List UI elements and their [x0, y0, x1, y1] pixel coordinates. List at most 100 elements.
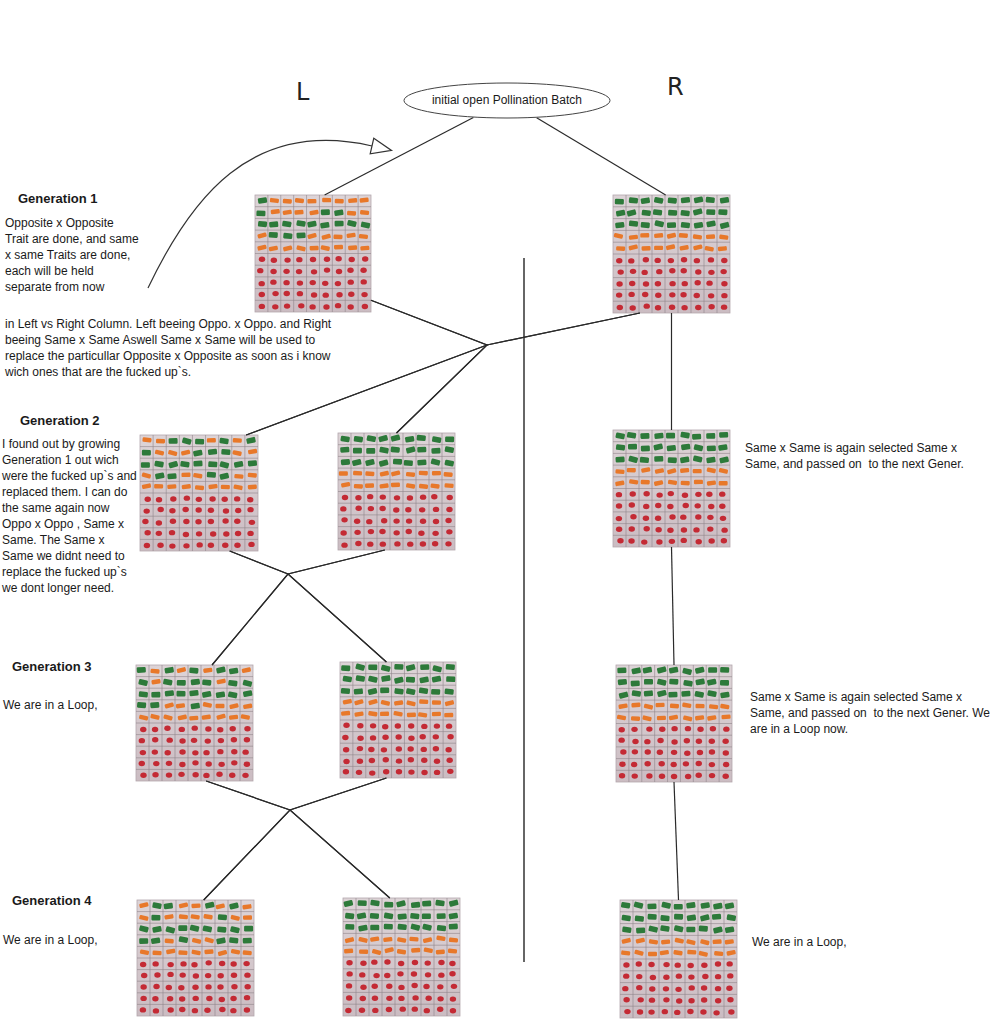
grid-line	[620, 947, 737, 948]
seed-dot	[178, 950, 187, 955]
seed-dot	[640, 233, 649, 238]
seed-dot	[196, 497, 202, 502]
seed-dot	[694, 222, 704, 229]
seed-dot	[192, 985, 198, 990]
seed-dot	[681, 257, 687, 262]
seed-dot	[181, 449, 191, 455]
seed-dot	[151, 692, 160, 698]
seed-dot	[407, 495, 413, 500]
seed-dot	[708, 257, 714, 262]
seed-dot	[257, 244, 267, 250]
seed-dot	[409, 937, 418, 942]
seed-dot	[438, 972, 444, 977]
seed-dot	[259, 292, 265, 297]
seed-dot	[207, 472, 216, 478]
seed-dot	[655, 281, 661, 286]
seed-dot	[244, 984, 250, 989]
seed-dot	[431, 689, 440, 695]
seed-dot	[443, 472, 452, 477]
seed-dot	[248, 484, 257, 489]
seed-dot	[723, 726, 729, 731]
seed-dot	[636, 927, 645, 933]
seed-dot	[142, 437, 151, 442]
seed-dot	[660, 950, 670, 956]
seed-dot	[419, 507, 425, 512]
seed-grid-photo	[136, 665, 253, 781]
seed-dot	[156, 439, 165, 444]
grid-line	[255, 218, 371, 219]
seed-grid-photo	[620, 900, 737, 1018]
seed-dot	[202, 925, 212, 932]
seed-dot	[667, 528, 673, 533]
seed-dot	[720, 222, 730, 230]
seed-dot	[307, 233, 317, 240]
seed-dot	[231, 984, 237, 989]
seed-dot	[669, 539, 675, 544]
seed-dot	[234, 542, 240, 547]
seed-dot	[167, 996, 173, 1001]
seed-dot	[370, 925, 379, 931]
seed-grid-photo	[613, 195, 730, 313]
seed-dot	[643, 257, 649, 262]
seed-dot	[381, 675, 391, 682]
seed-dot	[311, 292, 317, 297]
seed-dot	[445, 436, 454, 442]
seed-dot	[205, 761, 211, 766]
seed-dot	[615, 199, 624, 205]
seed-dot	[341, 482, 351, 488]
seed-dot	[361, 221, 371, 228]
seed-dot	[423, 937, 433, 943]
seed-dot	[667, 222, 676, 228]
seed-dot	[438, 960, 444, 965]
seed-dot	[667, 468, 677, 475]
seed-dot	[142, 483, 152, 489]
seed-dot	[354, 699, 364, 706]
seed-dot	[657, 716, 666, 721]
seed-dot	[643, 504, 649, 509]
column-separator	[523, 258, 525, 962]
grid-line	[255, 276, 371, 277]
seed-dot	[156, 531, 162, 536]
grid-line	[620, 982, 737, 983]
seed-dot	[170, 519, 176, 524]
seed-dot	[654, 433, 663, 439]
seed-dot	[296, 220, 306, 227]
seed-dot	[234, 474, 243, 479]
seed-dot	[400, 1006, 406, 1011]
seed-dot	[449, 971, 455, 976]
seed-dot	[695, 492, 701, 497]
seed-dot	[683, 715, 693, 721]
grid-line	[613, 465, 730, 466]
seed-dot	[616, 444, 626, 451]
seed-dot	[321, 209, 330, 215]
seed-dot	[243, 690, 253, 697]
seed-dot	[137, 667, 146, 673]
seed-dot	[152, 902, 162, 909]
seed-dot	[655, 516, 661, 521]
seed-dot	[151, 937, 161, 944]
seed-dot	[354, 711, 364, 717]
seed-dot	[406, 529, 412, 534]
seed-dot	[407, 746, 413, 751]
seed-dot	[345, 1008, 351, 1013]
seed-dot	[168, 450, 178, 457]
seed-dot	[659, 727, 665, 732]
seed-dot	[725, 926, 735, 933]
seed-dot	[232, 450, 242, 456]
seed-dot	[723, 750, 729, 755]
seed-dot	[680, 514, 686, 519]
seed-dot	[359, 197, 368, 202]
seed-dot	[369, 758, 375, 763]
seed-dot	[203, 773, 209, 778]
seed-dot	[353, 448, 362, 454]
seed-dot	[641, 246, 650, 251]
seed-dot	[693, 527, 699, 532]
seed-dot	[654, 246, 663, 250]
seed-dot	[241, 714, 251, 720]
seed-grid-photo	[616, 665, 732, 782]
seed-dot	[380, 687, 389, 693]
seed-dot	[408, 757, 414, 762]
seed-dot	[208, 449, 218, 456]
seed-dot	[166, 772, 172, 777]
seed-dot	[383, 937, 392, 942]
